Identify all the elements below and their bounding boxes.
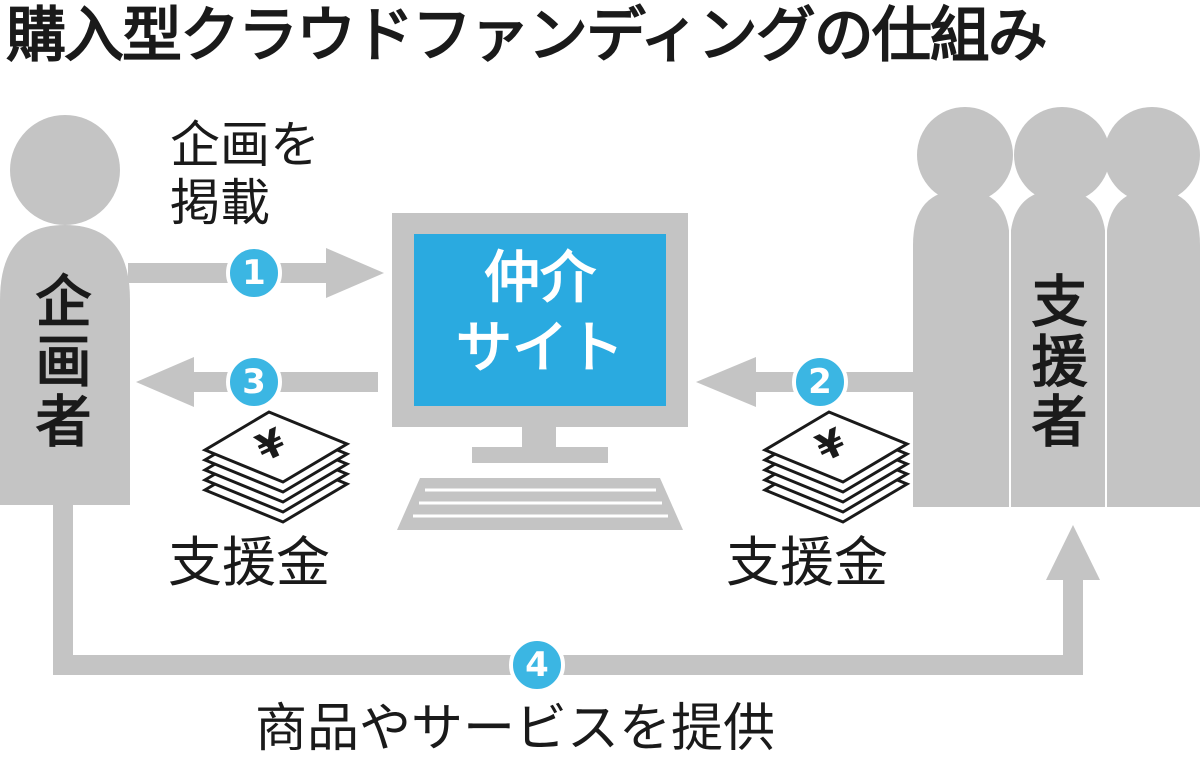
step1-label-line2: 掲載 [170, 174, 270, 232]
step-badge-4: 4 [509, 637, 565, 693]
supporters-label: 支援者 [1022, 272, 1087, 452]
site-label-line1: 仲介 [484, 246, 596, 311]
arrow-provide-goods [53, 505, 1100, 675]
step-badge-3: 3 [226, 354, 282, 410]
support-money-label-right: 支援金 [726, 531, 888, 594]
step-badge-1: 1 [226, 245, 282, 301]
step1-label-line1: 企画を [170, 116, 320, 174]
site-label: 仲介 サイト [437, 244, 643, 384]
creator-label: 企画者 [26, 272, 91, 452]
yen-bundle-icon-right: ¥ [761, 410, 911, 524]
creator-person-icon [0, 115, 130, 505]
support-money-label-left: 支援金 [168, 531, 330, 594]
computer-icon [392, 213, 688, 530]
step4-label: 商品やサービスを提供 [255, 699, 776, 759]
yen-bundle-icon-left: ¥ [201, 410, 351, 524]
step-badge-2: 2 [792, 354, 848, 410]
site-label-line2: サイト [456, 316, 624, 381]
diagram-title: 購入型クラウドファンディングの仕組み [6, 1, 1048, 71]
supporters-person-icon [913, 107, 1200, 507]
